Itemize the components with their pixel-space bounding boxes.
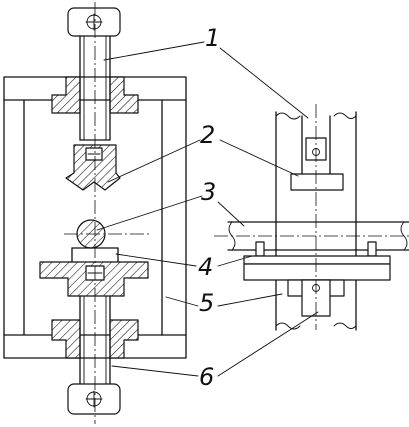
left-view xyxy=(3,2,187,424)
leader-lines xyxy=(96,41,319,377)
callout-4: 4 xyxy=(198,253,213,281)
callout-3: 3 xyxy=(201,178,216,206)
bottom-nut xyxy=(51,319,139,359)
right-upper-screw xyxy=(290,115,344,191)
right-view xyxy=(214,104,409,331)
bottom-screw xyxy=(67,295,121,415)
callouts: 1 2 3 4 5 6 xyxy=(198,24,220,391)
upper-punch xyxy=(65,144,121,191)
right-specimen-bar xyxy=(214,221,409,251)
callout-2: 2 xyxy=(200,121,215,149)
callout-1: 1 xyxy=(205,24,220,52)
top-screw xyxy=(67,7,121,141)
callout-6: 6 xyxy=(199,363,214,391)
ball-specimen xyxy=(64,219,152,249)
lower-anvil xyxy=(39,247,149,297)
right-lower-table xyxy=(243,241,391,317)
callout-5: 5 xyxy=(199,289,214,317)
